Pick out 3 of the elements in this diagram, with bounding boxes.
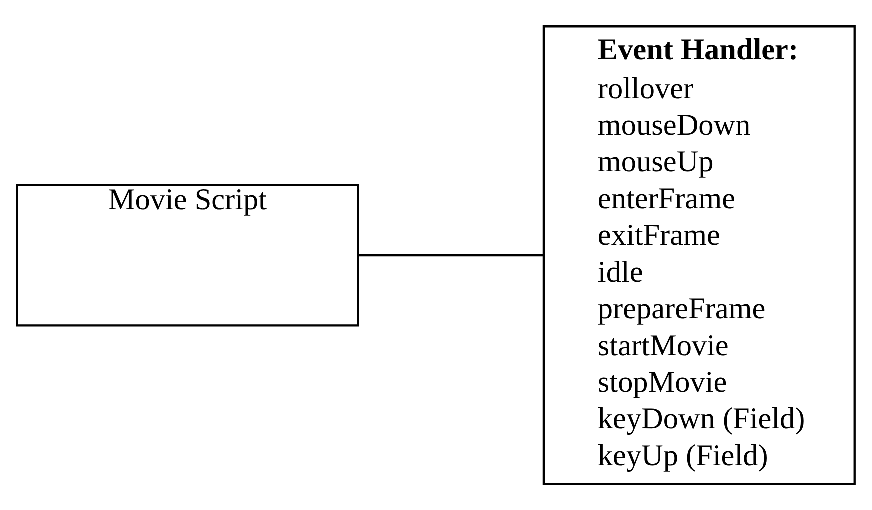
node-box: Event Handler: rollover mouseDown mouseUp enterFrame exitFrame idle prepareFrame startMovie stopMovie keyDown (Field) keyUp (Field) (542, 25, 856, 485)
connector (358, 254, 544, 256)
node-box: Movie Script (16, 184, 360, 326)
